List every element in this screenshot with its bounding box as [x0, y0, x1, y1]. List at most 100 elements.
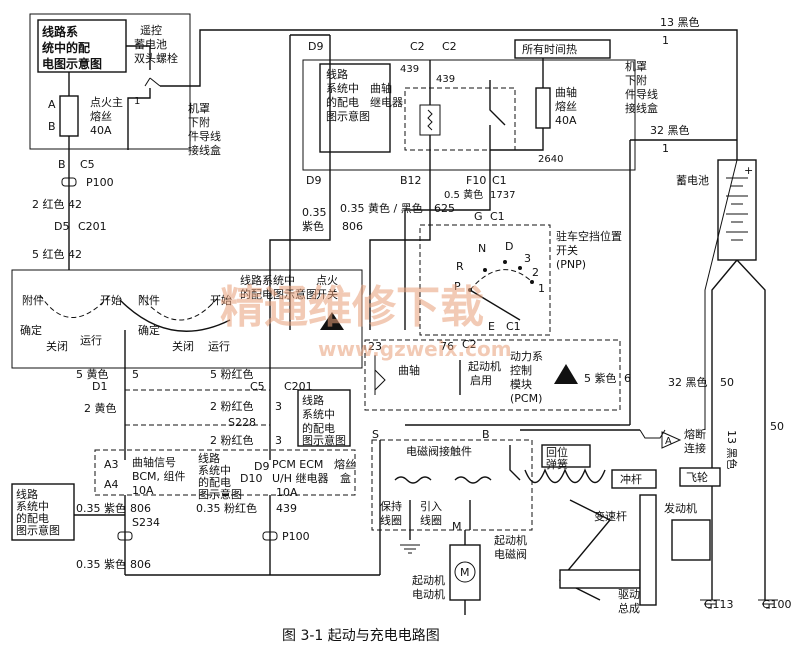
- wiring-ref-box-2: [319, 63, 391, 153]
- watermark-main: 精通维修下载: [220, 282, 484, 333]
- w5-yellow-label: 5 黄色: [76, 367, 109, 381]
- ref3-line3: 的配电: [302, 421, 335, 435]
- crank-relay-line1: 曲轴: [370, 81, 392, 95]
- battery-body: [717, 159, 757, 261]
- starter-solenoid-box: [371, 439, 533, 531]
- hot-all-times-label: 所有时间热: [522, 42, 577, 56]
- ign-fuse-line2: 熔丝: [90, 109, 112, 123]
- wiring-ref-1-line3: 电图示意图: [42, 56, 102, 71]
- ref5-line4: 图示意图: [16, 523, 60, 537]
- fusible-link-label: 熔断: [684, 427, 706, 441]
- underhood-1-line1: 机罩: [188, 101, 210, 115]
- fusible-link-label-2: 连接: [684, 442, 706, 455]
- pnp-p: P: [454, 280, 461, 293]
- w05-yel-label: 0.5 黄色: [444, 188, 483, 201]
- ref4-line2: 系统中: [198, 464, 231, 477]
- fusible-link-arrow-icon: [661, 431, 682, 449]
- figure-caption: 图 3-1 起动与充电电路图: [282, 628, 440, 644]
- wire-32-pin: 1: [662, 142, 669, 155]
- n23-label: 23: [368, 340, 382, 353]
- off-2-label: 关闭: [172, 339, 194, 353]
- pcm-line3: 模块: [510, 378, 532, 391]
- crank-enable-line1: 起动机: [468, 359, 501, 373]
- crank-fuse-line3: 40A: [555, 114, 577, 127]
- wiring-ref-1-line1: 线路系: [42, 24, 78, 39]
- pnp-1: 1: [538, 282, 545, 295]
- hot-all-times-box: [514, 39, 611, 59]
- ign-main-fuse-body: [59, 95, 79, 137]
- w035-pink-439-label: 0.35 粉红色: [196, 501, 257, 515]
- a4-label: A4: [104, 478, 119, 491]
- off-1-label: 关闭: [46, 339, 68, 353]
- pcm-esd-icon: [554, 364, 578, 384]
- pcm-line4: (PCM): [510, 392, 542, 405]
- wire-32-black-top: 32 黑色: [650, 123, 690, 137]
- pnp-switch-box: [419, 224, 551, 336]
- wire-2-red-42: 2 红色 42: [32, 197, 82, 211]
- w5-pink-label: 5 粉红色: [210, 367, 254, 381]
- s234-label: S234: [132, 516, 160, 529]
- solenoid-contact-label: 电磁阀接触件: [406, 444, 472, 458]
- shift-lever-label: 变速杆: [594, 509, 627, 523]
- engine-label: 发动机: [664, 501, 697, 515]
- fuse-box-line2: 盒: [340, 471, 351, 485]
- fuse-box-line1: 熔丝: [334, 457, 356, 471]
- flywheel-label-box: [679, 467, 721, 487]
- underhood-1-line3: 件导线: [188, 129, 221, 143]
- s228-label: S228: [228, 416, 256, 429]
- crank-label: 曲轴: [398, 363, 420, 377]
- crank-signal-line2: BCM, 组件: [132, 469, 186, 483]
- d9-top-label: D9: [308, 40, 323, 53]
- starter-motor-line1: 起动机: [412, 573, 445, 587]
- w439a-label: 439: [400, 64, 419, 75]
- c5-b-label: C5: [250, 380, 265, 393]
- w035-purple-line2: 紫色: [302, 219, 324, 233]
- underhood-2-line4: 接线盒: [625, 101, 658, 115]
- pnp-n: N: [478, 242, 486, 255]
- ref2-line2: 系统中: [326, 82, 359, 95]
- w5-purple-label: 5 紫色: [584, 371, 617, 385]
- ign-switch-ref-line1: 线路系统中: [240, 273, 295, 287]
- return-spring-box: [541, 444, 591, 468]
- underhood-box-outline-1: [29, 13, 191, 150]
- ref4-line1: 线路: [198, 451, 220, 465]
- w439c-label: 439: [276, 502, 297, 515]
- c1-b-label: C1: [490, 210, 505, 223]
- d9-pcm-label: D9: [254, 460, 269, 473]
- w2-pink-a-label: 2 粉红色: [210, 399, 254, 413]
- a-arrow-label: A: [665, 436, 672, 447]
- hold-coil-line1: 保持: [380, 499, 402, 513]
- return-spring-line2: 弹簧: [546, 457, 568, 471]
- remote-stud-line1: 遥控: [140, 23, 162, 37]
- ref5-line1: 线路: [16, 487, 38, 501]
- pnp-r: R: [456, 260, 464, 273]
- ref3-line4: 图示意图: [302, 433, 346, 447]
- pull-coil-line2: 线圈: [420, 513, 442, 527]
- ign-fuse-line1: 点火主: [90, 96, 123, 109]
- n3a-label: 3: [275, 400, 282, 413]
- c2-pcm-label: C2: [462, 338, 477, 351]
- s-term-label: S: [372, 428, 379, 441]
- drive-assy-line1: 驱动: [618, 588, 640, 601]
- g-label: G: [474, 210, 483, 223]
- start-2-label: 开始: [210, 293, 232, 307]
- esd-warning-icon: [320, 312, 344, 330]
- motor-m-label: M: [460, 566, 470, 579]
- fuse-10a-b: 10A: [276, 486, 298, 499]
- flywheel-label: 飞轮: [686, 470, 708, 484]
- ref3-line2: 系统中: [302, 408, 335, 421]
- ign-fuse-line3: 40A: [90, 124, 112, 137]
- crank-relay-box: [404, 87, 516, 151]
- conn-b-label: B: [58, 158, 66, 171]
- underhood-1-line2: 下附: [188, 115, 210, 129]
- w035-ylblk-label: 0.35 黄色 / 黑色: [340, 201, 423, 215]
- wire-5-red-42: 5 红色 42: [32, 247, 82, 261]
- pnp-c1: C1: [506, 320, 521, 333]
- acc-1-label: 附件: [22, 293, 44, 307]
- w035-purple-line1: 0.35: [302, 206, 327, 219]
- n50b-label: 50: [770, 420, 784, 433]
- w439b-label: 439: [436, 74, 455, 85]
- wire-13-black-top: 13 黑色: [660, 15, 700, 29]
- w035-purple-806-label: 0.35 紫色: [76, 501, 126, 515]
